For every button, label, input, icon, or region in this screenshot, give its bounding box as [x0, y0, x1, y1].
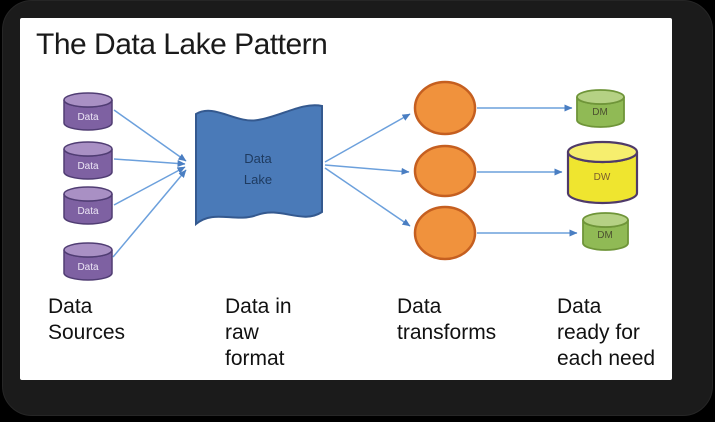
source-cylinder-2: Data [63, 141, 113, 180]
slide-canvas [20, 18, 672, 380]
arrow [324, 167, 411, 227]
arrow [113, 158, 186, 167]
caption-data-ready: Data ready for each need [557, 294, 655, 372]
caption-line: each need [557, 347, 656, 370]
transform-circle-3 [413, 205, 477, 261]
arrow [324, 113, 411, 163]
dm-label: DM [592, 107, 608, 118]
caption-line: ready for [557, 321, 640, 344]
source-cylinder-label: Data [77, 161, 99, 172]
caption-line: format [225, 347, 285, 370]
dm-label: DM [597, 230, 613, 241]
transform-circle-2 [413, 144, 477, 198]
lake-label-line2: Lake [244, 172, 272, 187]
slide-title: The Data Lake Pattern [36, 28, 328, 61]
source-cylinder-3: Data [63, 186, 113, 225]
source-cylinder-label: Data [77, 262, 99, 273]
arrow [324, 164, 410, 175]
data-lake-shape: Data Lake [195, 104, 323, 227]
arrow [112, 169, 187, 258]
source-to-lake-arrows [112, 109, 187, 258]
caption-line: Data [48, 295, 93, 318]
caption-line: Data in [225, 295, 292, 318]
dm-cylinder-top: DM [576, 89, 625, 128]
caption-data-sources: Data Sources [48, 294, 125, 346]
transform-to-target-arrows [477, 104, 578, 237]
caption-data-transforms: Data transforms [397, 294, 496, 346]
caption-line: Data [397, 295, 442, 318]
dw-label: DW [594, 172, 611, 183]
caption-data-raw-format: Data in raw format [225, 294, 292, 372]
source-cylinder-label: Data [77, 112, 99, 123]
arrow [113, 109, 187, 162]
caption-line: Sources [48, 321, 126, 344]
dw-cylinder: DW [566, 140, 639, 205]
caption-line: Data [557, 295, 602, 318]
caption-line: transforms [397, 321, 497, 344]
source-cylinder-label: Data [77, 206, 99, 217]
arrow [113, 166, 186, 206]
lake-label-line1: Data [244, 151, 272, 166]
caption-line: raw [225, 321, 259, 344]
dm-cylinder-bottom: DM [582, 212, 629, 251]
source-cylinder-1: Data [63, 92, 113, 131]
transform-circle-1 [413, 80, 477, 136]
source-cylinder-4: Data [63, 242, 113, 281]
lake-to-transform-arrows [324, 113, 411, 227]
